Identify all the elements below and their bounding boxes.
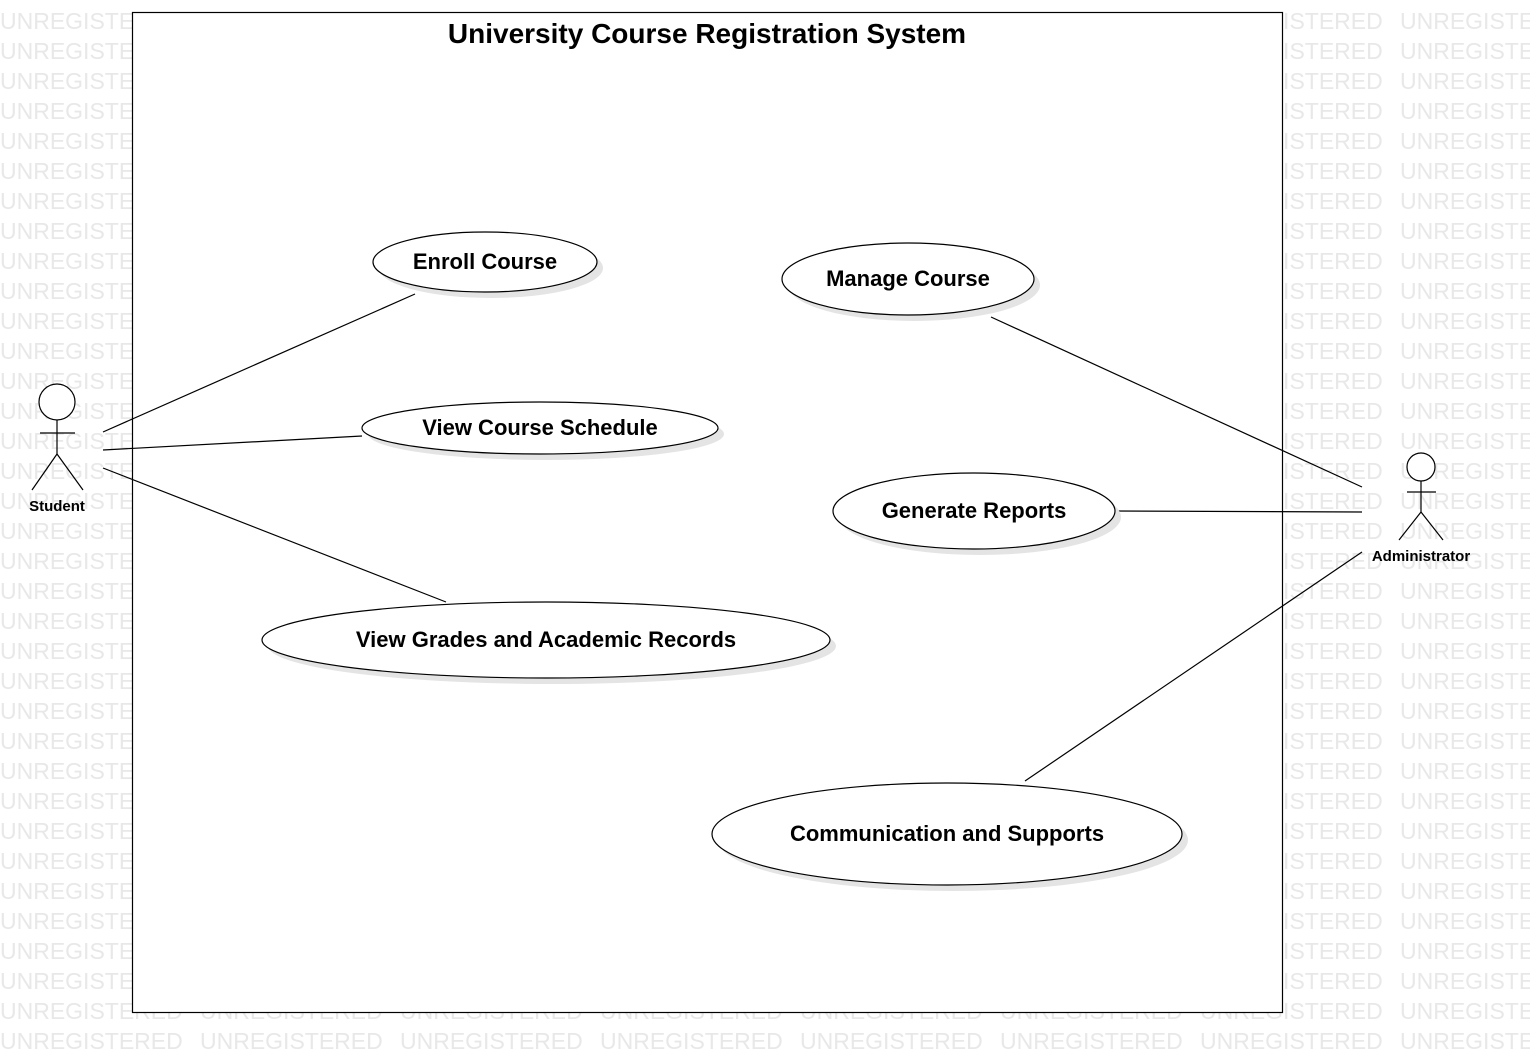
actor-student-right-leg <box>56 453 84 491</box>
watermark-word: UNREGISTERED <box>1400 218 1530 244</box>
use-case-generate-reports-label: Generate Reports <box>882 498 1067 523</box>
watermark-word: UNREGISTERED <box>1400 938 1530 964</box>
watermark-word: UNREGISTERED <box>800 1028 983 1054</box>
actor-student-label: Student <box>29 498 85 515</box>
use-case-manage-course-label: Manage Course <box>826 266 990 291</box>
watermark-word: UNREGISTERED <box>600 1028 783 1054</box>
association-student-view-course-schedule[interactable] <box>102 435 363 451</box>
system-title: University Course Registration System <box>448 18 966 49</box>
actor-administrator-label: Administrator <box>1372 548 1471 565</box>
watermark-word: UNREGISTERED <box>1400 758 1530 784</box>
watermark-word: UNREGISTERED <box>1400 848 1530 874</box>
actor-student[interactable] <box>31 383 84 491</box>
association-student-view-grades[interactable] <box>102 467 447 603</box>
use-case-view-course-schedule-ellipse[interactable] <box>361 401 719 455</box>
watermark-word: UNREGISTERED <box>1400 368 1530 394</box>
watermark-word: UNREGISTERED <box>1400 338 1530 364</box>
watermark-word: UNREGISTERED <box>1400 878 1530 904</box>
watermark-word: UNREGISTERED <box>1400 98 1530 124</box>
use-case-communication-support-ellipse[interactable] <box>711 782 1183 886</box>
watermark-word: UNREGISTERED <box>1400 248 1530 274</box>
watermark-word: UNREGISTERED <box>200 1028 383 1054</box>
use-case-view-course-schedule-label: View Course Schedule <box>422 415 658 440</box>
watermark-word: UNREGISTERED <box>1400 8 1530 34</box>
watermark-word: UNREGISTERED <box>0 1028 183 1054</box>
use-case-view-course-schedule[interactable]: View Course Schedule <box>361 401 724 460</box>
watermark-word: UNREGISTERED <box>1400 428 1530 454</box>
use-case-enroll-course-ellipse[interactable] <box>372 231 598 293</box>
watermark-word: UNREGISTERED <box>1400 788 1530 814</box>
watermark-word: UNREGISTERED <box>1400 698 1530 724</box>
watermark-word: UNREGISTERED <box>1400 818 1530 844</box>
watermark-row: UNREGISTERED UNREGISTERED UNREGISTERED UNRE… <box>0 1028 1530 1054</box>
use-case-manage-course-ellipse[interactable] <box>781 242 1035 316</box>
watermark-word: UNREGISTERED <box>1000 1028 1183 1054</box>
use-case-communication-support[interactable]: Communication and Supports <box>711 782 1188 891</box>
watermark-word: UNREGISTERED <box>1400 968 1530 994</box>
association-administrator-manage-course[interactable] <box>990 316 1363 488</box>
watermark-word: UNREGISTERED <box>1400 278 1530 304</box>
use-case-generate-reports[interactable]: Generate Reports <box>832 472 1121 555</box>
watermark-word: UNREGISTERED <box>1400 158 1530 184</box>
actor-student-left-leg <box>31 453 58 491</box>
use-case-enroll-course[interactable]: Enroll Course <box>372 231 603 298</box>
use-case-manage-course[interactable]: Manage Course <box>781 242 1040 321</box>
watermark-word: UNREGISTERED <box>1400 578 1530 604</box>
associations <box>102 293 1363 782</box>
watermark-word: UNREGISTERED <box>1400 308 1530 334</box>
actor-administrator-right-leg <box>1420 511 1444 541</box>
watermark-word: UNREGISTERED <box>1200 1028 1383 1054</box>
use-case-enroll-course-label: Enroll Course <box>413 249 557 274</box>
use-case-view-grades-label: View Grades and Academic Records <box>356 627 736 652</box>
watermark-word: UNREGISTERED <box>1400 398 1530 424</box>
use-case-communication-support-label: Communication and Supports <box>790 821 1104 846</box>
actor-student-head <box>38 383 76 421</box>
association-administrator-generate-reports[interactable] <box>1113 510 1363 513</box>
use-case-view-grades[interactable]: View Grades and Academic Records <box>261 601 836 684</box>
watermark-word: UNREGISTERED <box>1400 668 1530 694</box>
watermark-word: UNREGISTERED <box>1400 608 1530 634</box>
actor-administrator-head <box>1406 452 1436 482</box>
watermark-word: UNREGISTERED <box>1400 518 1530 544</box>
watermark-word: UNREGISTERED <box>1400 548 1530 574</box>
watermark-word: UNREGISTERED <box>1400 38 1530 64</box>
use-case-generate-reports-ellipse[interactable] <box>832 472 1116 550</box>
use-case-view-grades-ellipse[interactable] <box>261 601 831 679</box>
watermark-word: UNREGISTERED <box>1400 638 1530 664</box>
watermark-word: UNREGISTERED <box>1400 68 1530 94</box>
association-student-enroll-course[interactable] <box>102 293 416 433</box>
actor-administrator-left-leg <box>1398 511 1422 541</box>
watermark-word: UNREGISTERED <box>1400 188 1530 214</box>
watermark-word: UNREGISTERED <box>400 1028 583 1054</box>
watermark-word: UNREGISTERED <box>1400 128 1530 154</box>
watermark-word: UNREGISTERED <box>1400 728 1530 754</box>
actor-administrator[interactable] <box>1398 452 1444 541</box>
watermark-word: UNREGISTERED <box>1400 1028 1530 1054</box>
association-administrator-communication[interactable] <box>1024 551 1363 782</box>
watermark-word: UNREGISTERED <box>1400 908 1530 934</box>
watermark-word: UNREGISTERED <box>1400 998 1530 1024</box>
